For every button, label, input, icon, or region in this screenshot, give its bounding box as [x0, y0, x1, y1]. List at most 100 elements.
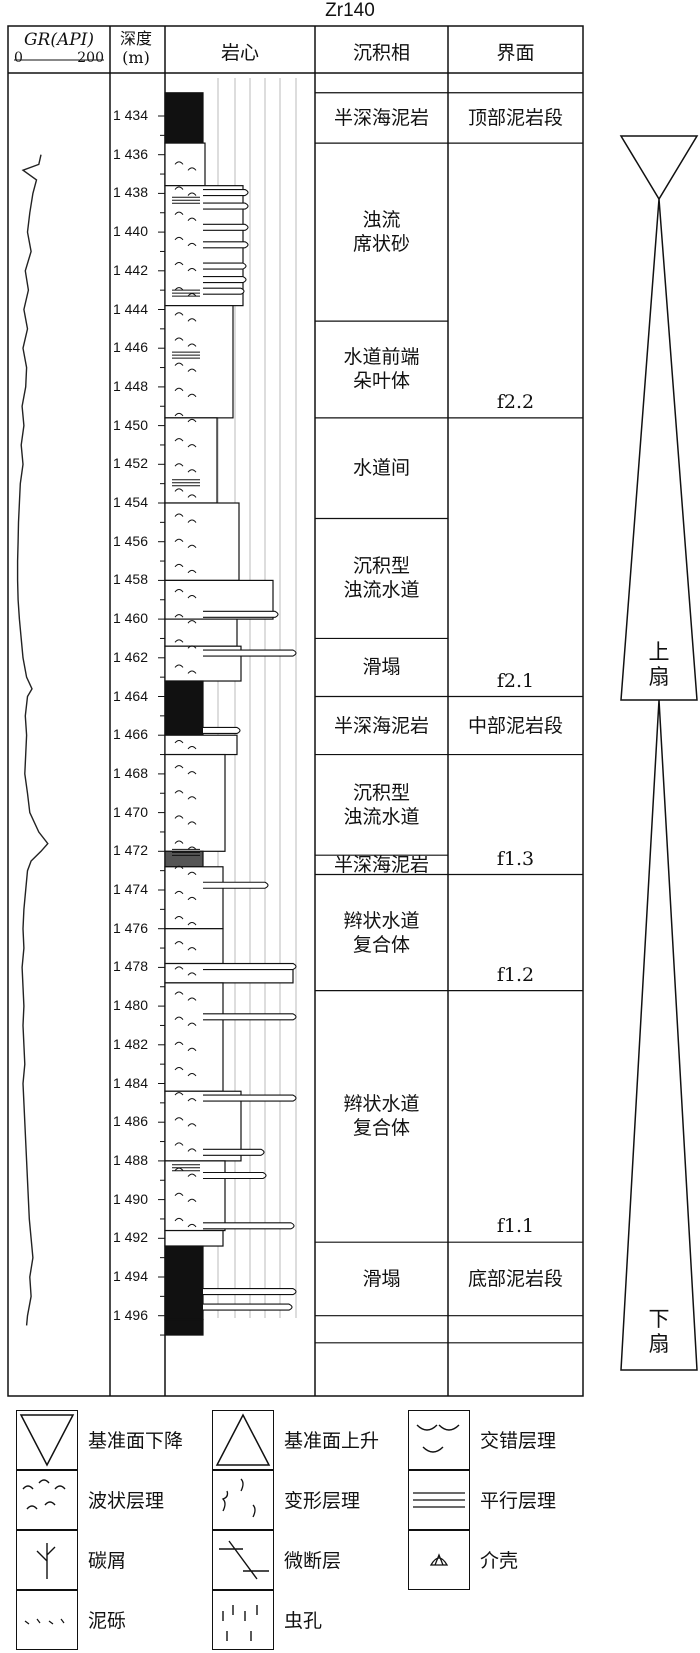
wavy-bedding-mark — [174, 790, 197, 800]
sand-tongue — [203, 1094, 297, 1102]
wavy-bedding-mark — [174, 1192, 197, 1203]
wavy-bedding-mark — [174, 412, 197, 423]
depth-tick-label: 1 460 — [112, 610, 148, 627]
legend-label: 波状层理 — [88, 1490, 165, 1512]
wavy-bedding-mark — [174, 639, 197, 649]
sand-tongue — [203, 1148, 265, 1156]
shell-icon — [408, 1530, 470, 1590]
facies-label: 半深海泥岩 — [333, 714, 429, 737]
facies-label: 浊流 席状砂 — [352, 209, 410, 256]
wavy-bedding-mark — [174, 337, 197, 347]
sand-tongue — [203, 1288, 297, 1296]
legend-label: 泥砾 — [88, 1610, 127, 1632]
wavy-bedding-mark — [174, 262, 197, 272]
wavy-bedding-mark — [174, 161, 197, 171]
wavy-bedding-mark — [174, 916, 197, 926]
depth-tick-label: 1 442 — [112, 261, 148, 278]
wavy-bedding-mark — [174, 1066, 197, 1077]
facies-label: 半深海泥岩 — [333, 853, 429, 876]
gr-header: GR(API) 0 200 — [10, 31, 108, 67]
core-segment — [164, 142, 206, 187]
facies-label: 水道前端 朵叶体 — [343, 346, 420, 393]
core-segment — [164, 734, 238, 756]
wavy-bedding-mark — [174, 966, 197, 976]
upper-fan-triangle — [619, 135, 699, 201]
sand-tongue — [203, 202, 249, 210]
depth-tick-label: 1 478 — [112, 958, 148, 975]
wavy-bedding-mark — [174, 865, 197, 876]
core-segment — [164, 1160, 226, 1232]
legend-label: 平行层理 — [480, 1490, 557, 1512]
sand-tongue — [203, 1171, 267, 1180]
wavy-bedding-icon — [16, 1470, 78, 1530]
depth-tick-label: 1 458 — [112, 571, 148, 588]
interface-label: 中部泥岩段 — [467, 714, 563, 737]
wavy-bedding-mark — [174, 840, 197, 850]
interface-header: 界面 — [496, 42, 535, 64]
sand-tongue — [203, 287, 245, 295]
gr-min: 0 — [14, 50, 23, 66]
depth-tick-label: 1 494 — [112, 1268, 148, 1284]
sand-tongue — [203, 610, 279, 618]
legend-label: 基准面下降 — [88, 1430, 184, 1452]
legend-label: 碳屑 — [88, 1550, 127, 1572]
depth-tick-label: 1 440 — [112, 223, 148, 240]
wavy-bedding-mark — [174, 513, 197, 523]
core-segment — [164, 92, 204, 144]
depth-tick-label: 1 482 — [112, 1035, 148, 1052]
facies-label: 半深海泥岩 — [333, 106, 429, 129]
wavy-bedding-mark — [174, 1092, 197, 1102]
depth-tick-label: 1 462 — [112, 648, 148, 665]
core-header: 岩心 — [220, 42, 259, 64]
sand-tongue — [203, 188, 249, 197]
depth-tick-label: 1 496 — [112, 1306, 148, 1323]
wavy-bedding-mark — [174, 488, 197, 498]
interface-label: f1.2 — [496, 963, 535, 986]
wavy-bedding-mark — [174, 589, 197, 599]
wavy-bedding-mark — [174, 463, 197, 473]
facies-label: 滑塌 — [362, 656, 401, 679]
sand-tongue — [203, 1013, 297, 1021]
core-segment — [164, 502, 240, 582]
depth-tick-label: 1 468 — [112, 764, 148, 781]
depth-tick-label: 1 484 — [112, 1074, 148, 1091]
wavy-bedding-mark — [174, 211, 197, 222]
depth-tick-label: 1 438 — [112, 184, 148, 201]
upper-fan-long-triangle — [620, 198, 698, 701]
legend-label: 交错层理 — [480, 1430, 557, 1452]
wavy-bedding-mark — [174, 387, 197, 398]
legend-label: 微断层 — [284, 1550, 342, 1572]
depth-tick-label: 1 490 — [112, 1190, 148, 1207]
wavy-bedding-mark — [174, 438, 197, 448]
base-level-rise-icon — [212, 1410, 274, 1470]
legend-label: 虫孔 — [284, 1610, 323, 1632]
core-segment — [164, 982, 224, 1092]
depth-tick-label: 1 454 — [112, 494, 148, 510]
wavy-bedding-mark — [174, 1142, 197, 1152]
depth-tick-label: 1 448 — [112, 377, 148, 394]
gr-curve — [16, 154, 49, 1326]
facies-label: 滑塌 — [362, 1267, 401, 1290]
upper-fan-label: 上 扇 — [648, 640, 670, 689]
interface-label: f2.2 — [496, 390, 535, 413]
interface-label: f1.1 — [496, 1215, 535, 1238]
mud-gravel-icon — [16, 1590, 78, 1650]
depth-tick-label: 1 492 — [112, 1229, 148, 1246]
depth-tick-label: 1 464 — [112, 687, 148, 704]
interface-label: f1.3 — [496, 847, 535, 870]
core-segment — [164, 850, 204, 868]
core-segment — [164, 618, 238, 647]
facies-label: 辫状水道 复合体 — [343, 1093, 420, 1140]
core-segment — [164, 417, 218, 504]
sand-tongue — [203, 223, 249, 231]
wavy-bedding-mark — [174, 186, 197, 196]
depth-tick-label: 1 446 — [112, 339, 148, 356]
depth-tick-label: 1 480 — [112, 997, 148, 1014]
wavy-bedding-mark — [174, 739, 197, 750]
depth-tick-label: 1 486 — [112, 1113, 148, 1130]
sand-tongue — [203, 649, 297, 657]
depth-tick-label: 1 452 — [112, 455, 148, 472]
wavy-bedding-mark — [174, 1217, 197, 1228]
lower-fan-triangle — [620, 699, 698, 1371]
